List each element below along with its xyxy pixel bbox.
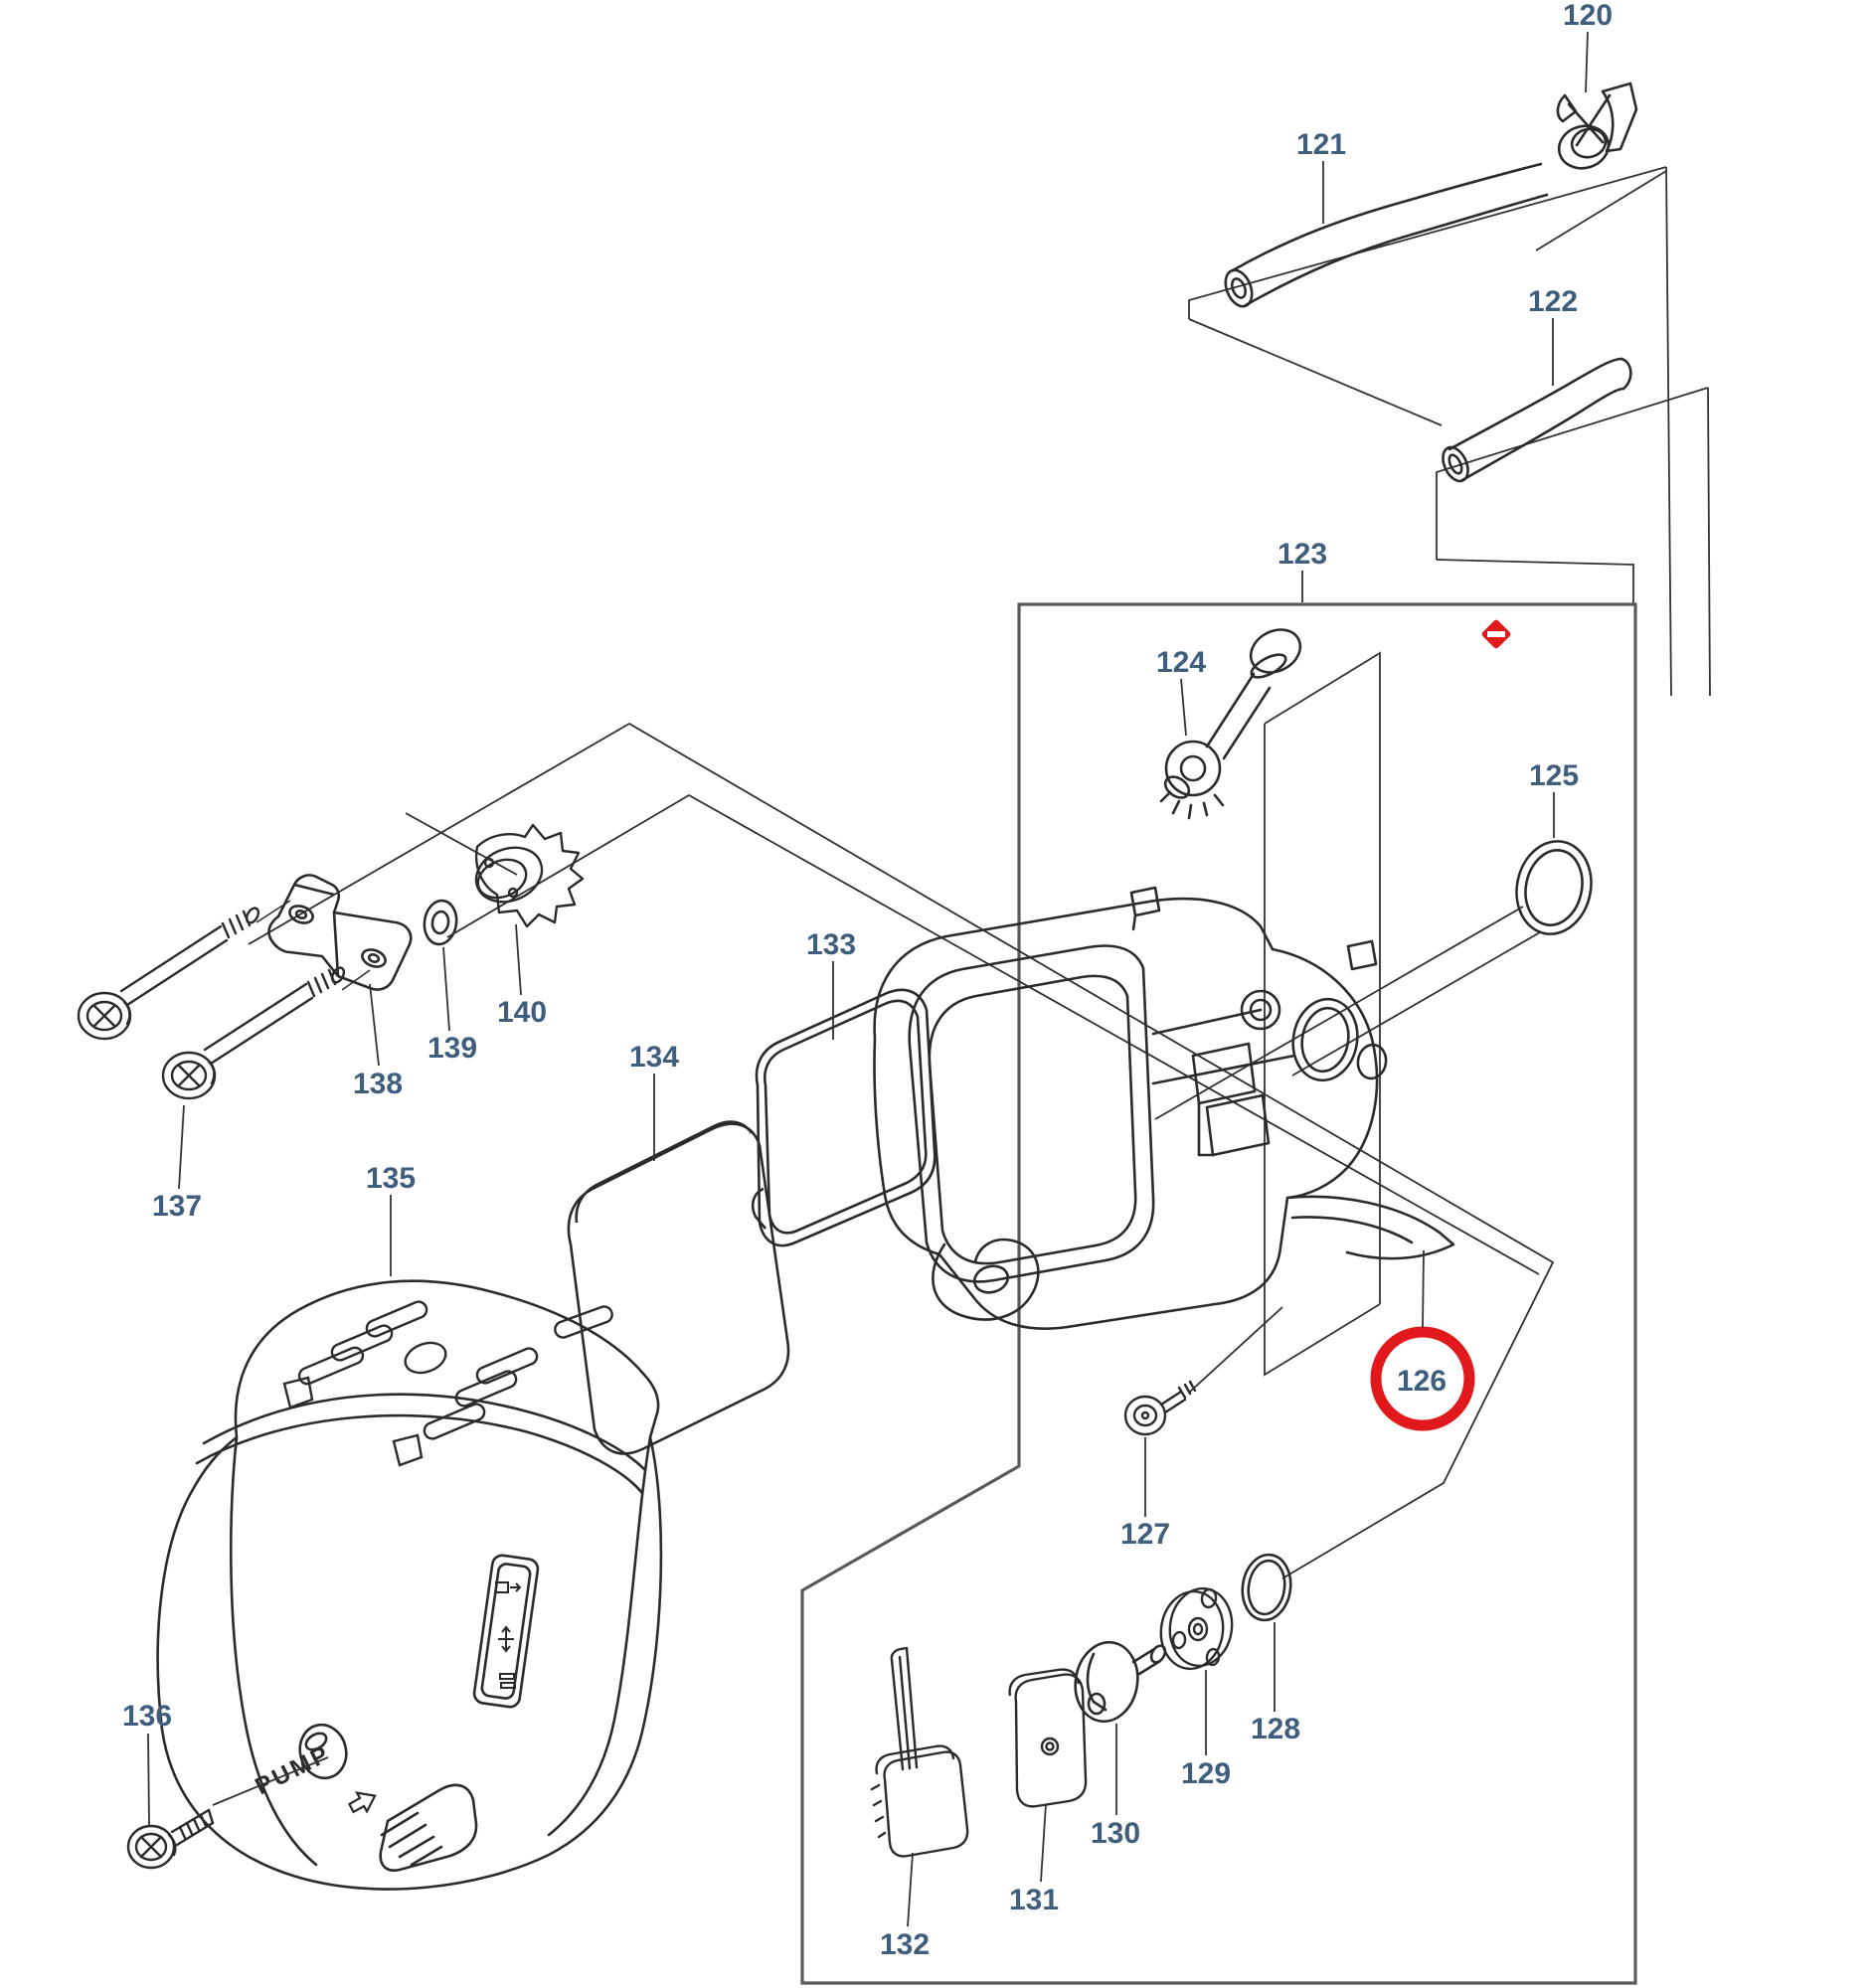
part-label-139: 139 (426, 1032, 478, 1065)
pump-text: PUMP (251, 1740, 335, 1800)
part-label-127: 127 (1119, 1518, 1171, 1551)
group-box-hose-122 (1436, 387, 1711, 697)
part-label-135: 135 (365, 1162, 417, 1195)
leader-line-140 (515, 923, 522, 996)
choke-shaft-132 (870, 1646, 969, 1858)
primer-knob-130 (1074, 1640, 1167, 1724)
grip-icon (499, 1673, 516, 1689)
o-ring-125 (1515, 840, 1593, 935)
arrows-icon (498, 1625, 514, 1653)
bolt-137-upper (77, 907, 260, 1041)
bracket-138 (267, 874, 413, 991)
filter-plate-133 (751, 988, 937, 1247)
leader-line-136 (147, 1733, 150, 1826)
gasket-plate-131 (1008, 1668, 1088, 1808)
cover-side-icons (495, 1581, 522, 1689)
part-label-130: 130 (1090, 1817, 1141, 1850)
part-label-123: 123 (1277, 538, 1328, 571)
part-label-121: 121 (1295, 128, 1347, 161)
part-label-126: 126 (1396, 1365, 1448, 1398)
screw-127-align-line (1189, 1306, 1283, 1393)
leader-line-131 (1040, 1803, 1047, 1883)
sponge-filter-134 (567, 1120, 790, 1455)
red-diamond-marker (1481, 619, 1511, 649)
pump-arrow-icon (348, 1791, 377, 1814)
air-cleaner-cover-135 (156, 1279, 663, 1891)
part-label-125: 125 (1528, 759, 1580, 792)
screw-136-align-line (212, 1756, 329, 1806)
lock-icon (495, 1581, 522, 1593)
group-box-hoses-121 (1188, 166, 1672, 697)
part-label-140: 140 (496, 996, 548, 1029)
hose-121 (1224, 162, 1549, 308)
part-label-133: 133 (805, 928, 857, 961)
part-label-122: 122 (1527, 285, 1579, 318)
part-label-131: 131 (1008, 1884, 1060, 1916)
part-label-120: 120 (1562, 0, 1614, 32)
inner-box-carburetor (1264, 651, 1381, 1377)
screw-136 (126, 1808, 215, 1870)
washer-139 (423, 899, 458, 946)
screw-127 (1123, 1380, 1197, 1436)
group-box-123 (800, 602, 1637, 1985)
part-label-137: 137 (151, 1190, 203, 1223)
part-label-129: 129 (1180, 1757, 1232, 1790)
o-ring-128 (1241, 1553, 1292, 1622)
group-box-left-assembly (248, 722, 1555, 1579)
bolt-137-lower (161, 966, 346, 1100)
highlight-circle-126 (1370, 1326, 1475, 1431)
cover-vent-slots (282, 1300, 613, 1467)
leader-line-138 (369, 983, 380, 1067)
part-label-124: 124 (1155, 646, 1207, 679)
o-ring-125-leader (1154, 906, 1541, 1120)
leader-line-124 (1180, 678, 1187, 737)
part-label-138: 138 (352, 1068, 404, 1100)
hose-122 (1442, 357, 1632, 483)
choke-lever-124 (1159, 628, 1302, 820)
pump-disc-129 (1159, 1586, 1234, 1671)
leader-line-126 (1422, 1249, 1425, 1329)
part-label-134: 134 (628, 1041, 680, 1074)
leader-line-132 (907, 1852, 914, 1927)
part-label-136: 136 (121, 1700, 173, 1733)
leader-line-137 (178, 1104, 185, 1190)
part-label-132: 132 (879, 1928, 931, 1961)
air-cleaner-housing-126 (873, 886, 1455, 1330)
ratchet-gear-140 (474, 823, 585, 928)
leader-lines (147, 31, 1589, 1927)
part-label-128: 128 (1250, 1713, 1301, 1745)
leader-line-120 (1585, 31, 1589, 93)
leader-line-139 (442, 946, 450, 1032)
hose-clamp-120 (1556, 82, 1638, 170)
